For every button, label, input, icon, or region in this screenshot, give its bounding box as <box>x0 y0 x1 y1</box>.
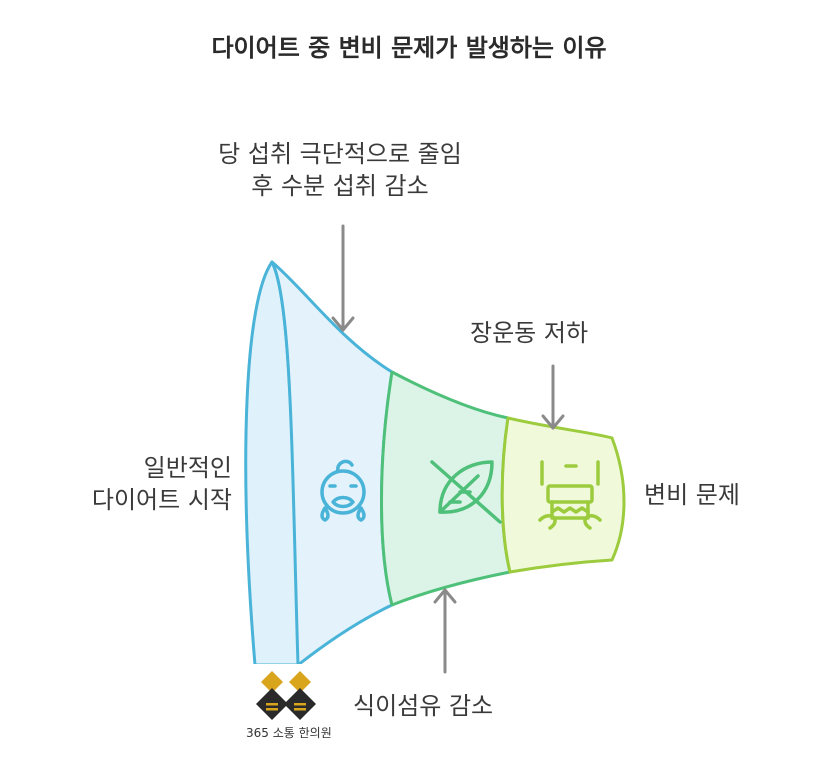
label-diet-start: 일반적인 다이어트 시작 <box>20 452 232 516</box>
label-water-line1: 당 섭취 극단적으로 줄임 <box>218 140 462 168</box>
label-water-reduction: 당 섭취 극단적으로 줄임 후 수분 섭취 감소 <box>140 138 540 202</box>
label-diet-start-line1: 일반적인 <box>143 454 232 482</box>
arrow-water <box>331 224 355 332</box>
label-constipation: 변비 문제 <box>644 481 740 509</box>
arrow-motility <box>541 364 565 430</box>
arrow-fiber <box>433 588 457 674</box>
label-diet-start-line2: 다이어트 시작 <box>91 486 232 514</box>
page-title: 다이어트 중 변비 문제가 발생하는 이유 <box>211 34 607 62</box>
logo-icon <box>256 671 316 720</box>
stage-motility-section <box>500 416 626 574</box>
label-water-line2: 후 수분 섭취 감소 <box>251 172 429 200</box>
toilet-paper-icon <box>538 460 602 530</box>
no-leaf-icon <box>430 460 502 524</box>
crying-face-icon <box>320 459 366 522</box>
label-fiber: 식이섬유 감소 <box>353 692 494 720</box>
label-motility: 장운동 저하 <box>470 319 589 347</box>
logo-text: 365 소통 한의원 <box>246 726 332 740</box>
stage-water-section <box>270 260 394 667</box>
